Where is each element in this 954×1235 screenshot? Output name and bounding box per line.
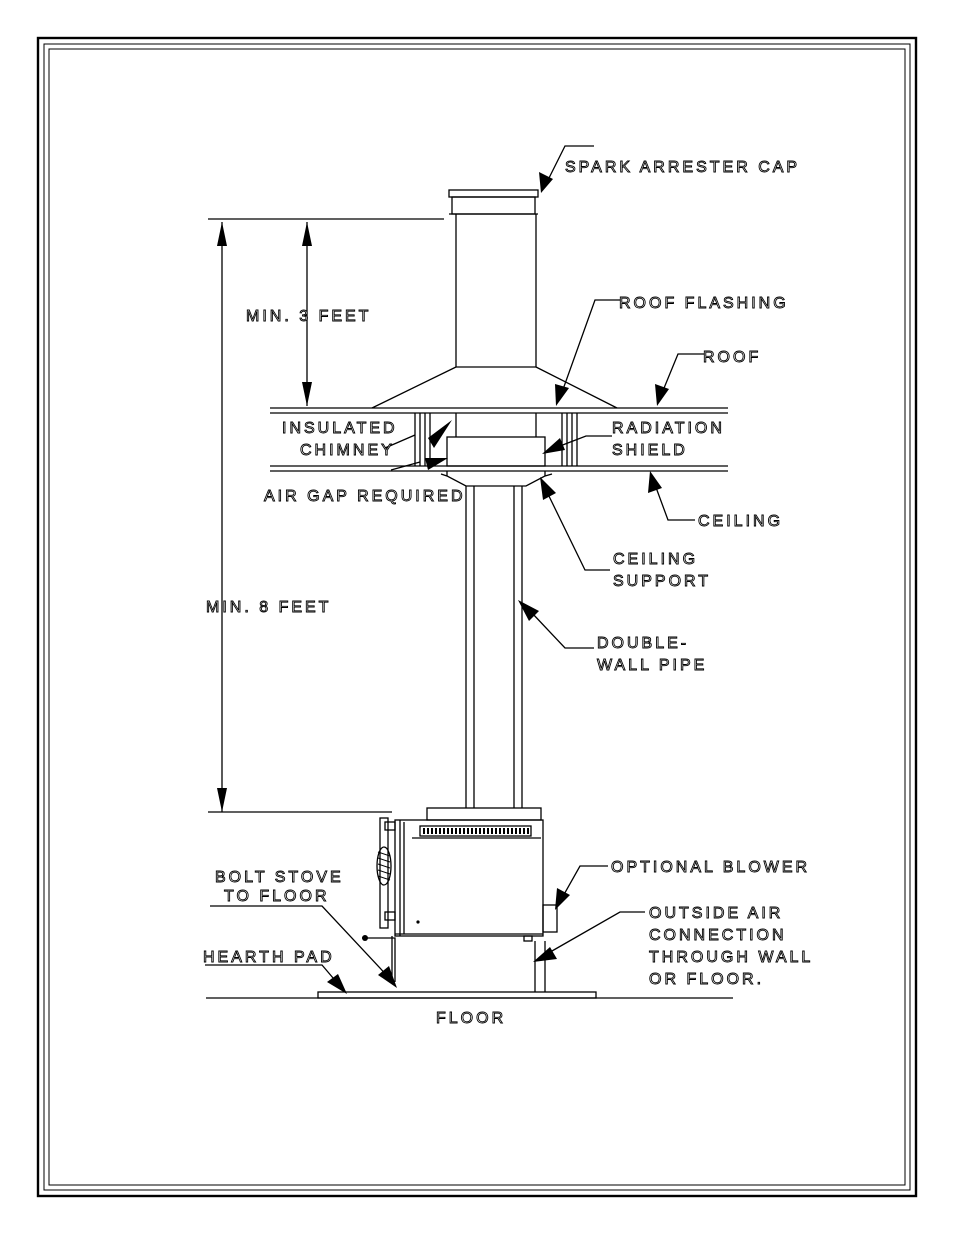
ceiling-support [441,471,552,486]
label-ceiling: CEILING [698,513,783,530]
leader-optional-blower [555,866,608,910]
label-bolt-stove-line2: TO FLOOR [224,888,330,905]
vent-louver-slot [439,828,441,834]
vent-louver-slot [455,828,457,834]
label-min-3-feet: MIN. 3 FEET [246,308,371,325]
vent-louver-slot [515,828,517,834]
label-spark-arrester-cap: SPARK ARRESTER CAP [565,159,800,176]
label-outside-air-line3: THROUGH WALL [649,949,813,966]
label-air-gap-required: AIR GAP REQUIRED [264,488,466,505]
radiation-shield [447,437,545,466]
leader-roof-flashing [555,300,622,406]
label-ceiling-support-line2: SUPPORT [613,573,711,590]
wood-stove [395,808,543,936]
label-optional-blower: OPTIONAL BLOWER [611,859,810,876]
vent-louver-slot [511,828,513,834]
vent-louver-slot [491,828,493,834]
vent-louver-slot [479,828,481,834]
label-hearth-pad: HEARTH PAD [203,949,335,966]
optional-blower-unit [524,905,557,992]
spark-arrester-cap [449,190,538,214]
stove-vent-louvers [420,826,531,836]
vent-louver-slot [447,828,449,834]
vent-louver-slot [431,828,433,834]
vent-louver-slot [503,828,505,834]
roof-flashing [372,367,617,408]
vent-louver-slot [451,828,453,834]
double-wall-pipe [466,486,522,808]
vent-louver-group [423,828,529,834]
vent-louver-slot [507,828,509,834]
label-outside-air-line4: OR FLOOR. [649,971,764,988]
leader-hearth-pad [205,965,347,994]
label-radiation: RADIATION [612,420,725,437]
vent-louver-slot [459,828,461,834]
roof-structure [270,408,728,413]
leader-roof [655,354,706,406]
leader-double-wall-pipe [518,600,594,648]
vent-louver-slot [467,828,469,834]
vent-louver-slot [499,828,501,834]
stove-door-handle [362,818,395,982]
vent-louver-slot [527,828,529,834]
label-chimney: CHIMNEY [300,442,395,459]
ceiling-structure [270,466,728,471]
leader-ceiling-support [540,477,610,570]
vent-louver-slot [475,828,477,834]
label-outside-air-line1: OUTSIDE AIR [649,905,783,922]
label-min-8-feet: MIN. 8 FEET [206,599,331,616]
label-roof: ROOF [703,349,761,366]
vent-louver-slot [435,828,437,834]
leader-outside-air [533,912,645,962]
vent-louver-slot [427,828,429,834]
vent-louver-slot [519,828,521,834]
vent-louver-slot [523,828,525,834]
label-shield: SHIELD [612,442,688,459]
vent-louver-slot [443,828,445,834]
vent-louver-slot [483,828,485,834]
vent-louver-slot [495,828,497,834]
vent-louver-slot [487,828,489,834]
label-outside-air-line2: CONNECTION [649,927,787,944]
vent-louver-slot [471,828,473,834]
label-floor: FLOOR [436,1010,506,1027]
vent-louver-slot [423,828,425,834]
label-double-wall-line1: DOUBLE- [597,635,689,652]
leader-ceiling [648,471,695,520]
label-insulated: INSULATED [282,420,398,437]
label-roof-flashing: ROOF FLASHING [619,295,789,312]
vent-louver-slot [463,828,465,834]
hearth-pad [318,992,596,998]
chimney-stack [456,214,536,367]
label-double-wall-line2: WALL PIPE [597,657,707,674]
label-ceiling-support-line1: CEILING [613,551,698,568]
leader-bolt-stove [210,906,397,988]
label-bolt-stove-line1: BOLT STOVE [215,869,344,886]
